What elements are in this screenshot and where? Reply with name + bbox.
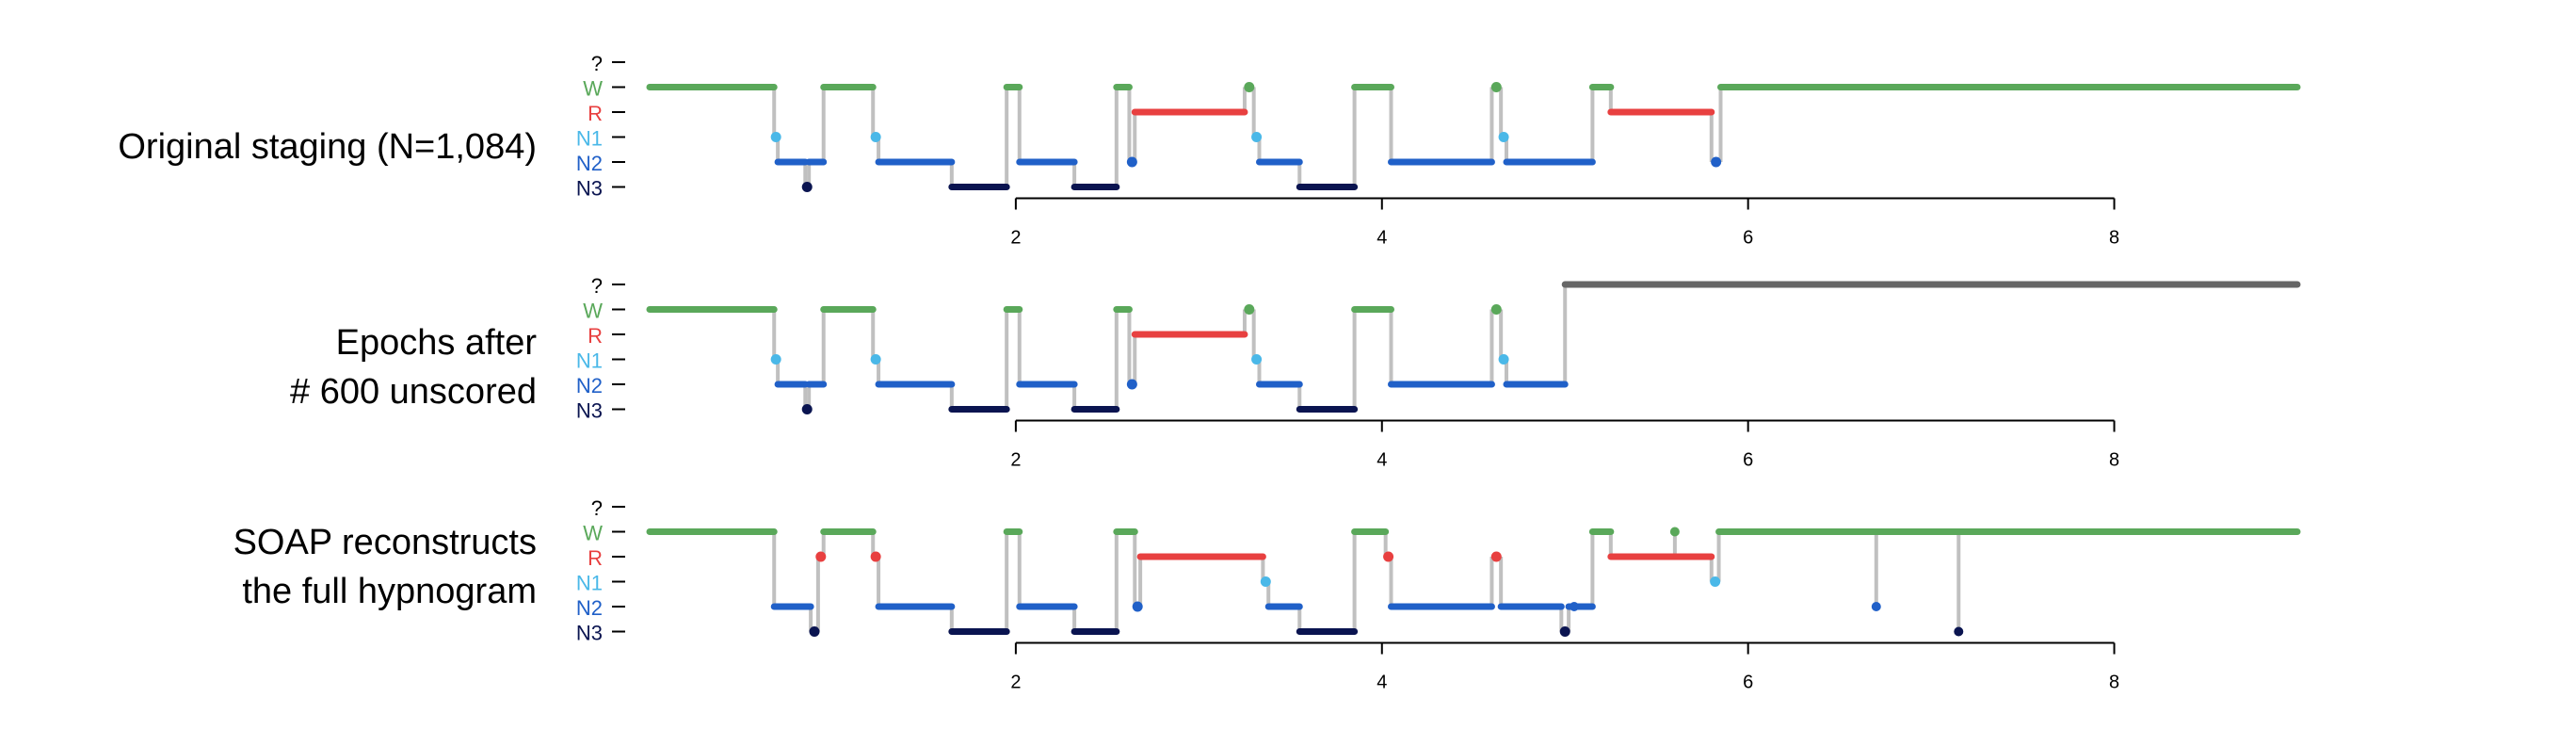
stage-point: [1383, 551, 1394, 562]
panel-1-title: Original staging (N=1,084): [118, 127, 537, 167]
stage-point: [1711, 156, 1722, 168]
stage-label: R: [588, 102, 603, 125]
spike-point: [1871, 602, 1881, 611]
stage-point: [1498, 354, 1509, 365]
x-tick-label: 2: [1010, 673, 1021, 693]
stage-point: [1126, 379, 1137, 390]
x-tick-label: 4: [1377, 450, 1387, 471]
stage-label: N1: [576, 127, 603, 151]
stage-point: [870, 354, 881, 365]
x-tick-label: 4: [1377, 673, 1387, 693]
stage-point: [1244, 82, 1255, 92]
panel-3-title: SOAP reconstructs the full hypnogram: [233, 523, 537, 611]
stage-point: [1490, 551, 1502, 562]
spike-point: [1954, 626, 1964, 637]
stage-point: [870, 132, 881, 142]
stage-point: [815, 551, 827, 562]
stage-label: N1: [576, 349, 603, 373]
stage-point: [1710, 576, 1721, 587]
stage-point: [1251, 132, 1263, 142]
x-tick-label: 6: [1743, 450, 1753, 471]
spike-point: [1669, 527, 1680, 537]
x-tick-label: 8: [2109, 228, 2119, 249]
x-tick-label: 6: [1743, 673, 1753, 693]
x-tick-label: 8: [2109, 673, 2119, 693]
stage-label: N2: [576, 152, 603, 175]
stage-label: W: [583, 300, 603, 323]
stage-label: W: [583, 522, 603, 545]
stage-label: N2: [576, 374, 603, 397]
x-tick-label: 6: [1743, 228, 1753, 249]
stage-point: [870, 551, 881, 562]
stage-point: [1559, 626, 1570, 637]
stage-label: ?: [591, 496, 603, 520]
stage-label: R: [588, 546, 603, 570]
stage-label: R: [588, 324, 603, 348]
stage-label: ?: [591, 52, 603, 75]
stage-point: [1490, 82, 1502, 92]
stage-point: [809, 626, 820, 637]
stage-point: [770, 354, 781, 365]
stage-point: [770, 132, 781, 142]
stage-point: [1260, 576, 1271, 587]
x-tick-label: 2: [1010, 450, 1021, 471]
stage-label: N3: [576, 622, 603, 645]
stage-point: [1490, 304, 1502, 315]
stage-point: [801, 404, 813, 414]
stage-point: [1244, 304, 1255, 315]
stage-label: W: [583, 77, 603, 101]
stage-point: [1132, 601, 1143, 612]
panel-2-title: Epochs after # 600 unscored: [290, 323, 537, 412]
x-tick-label: 2: [1010, 228, 1021, 249]
x-tick-label: 4: [1377, 228, 1387, 249]
stage-label: ?: [591, 274, 603, 298]
stage-point: [801, 182, 813, 192]
stage-label: N1: [576, 572, 603, 595]
stage-label: N3: [576, 399, 603, 423]
stage-point: [1251, 354, 1263, 365]
x-tick-label: 8: [2109, 450, 2119, 471]
stage-label: N3: [576, 177, 603, 201]
stage-label: N2: [576, 596, 603, 620]
stage-point: [1498, 132, 1509, 142]
stage-point: [1126, 156, 1137, 168]
